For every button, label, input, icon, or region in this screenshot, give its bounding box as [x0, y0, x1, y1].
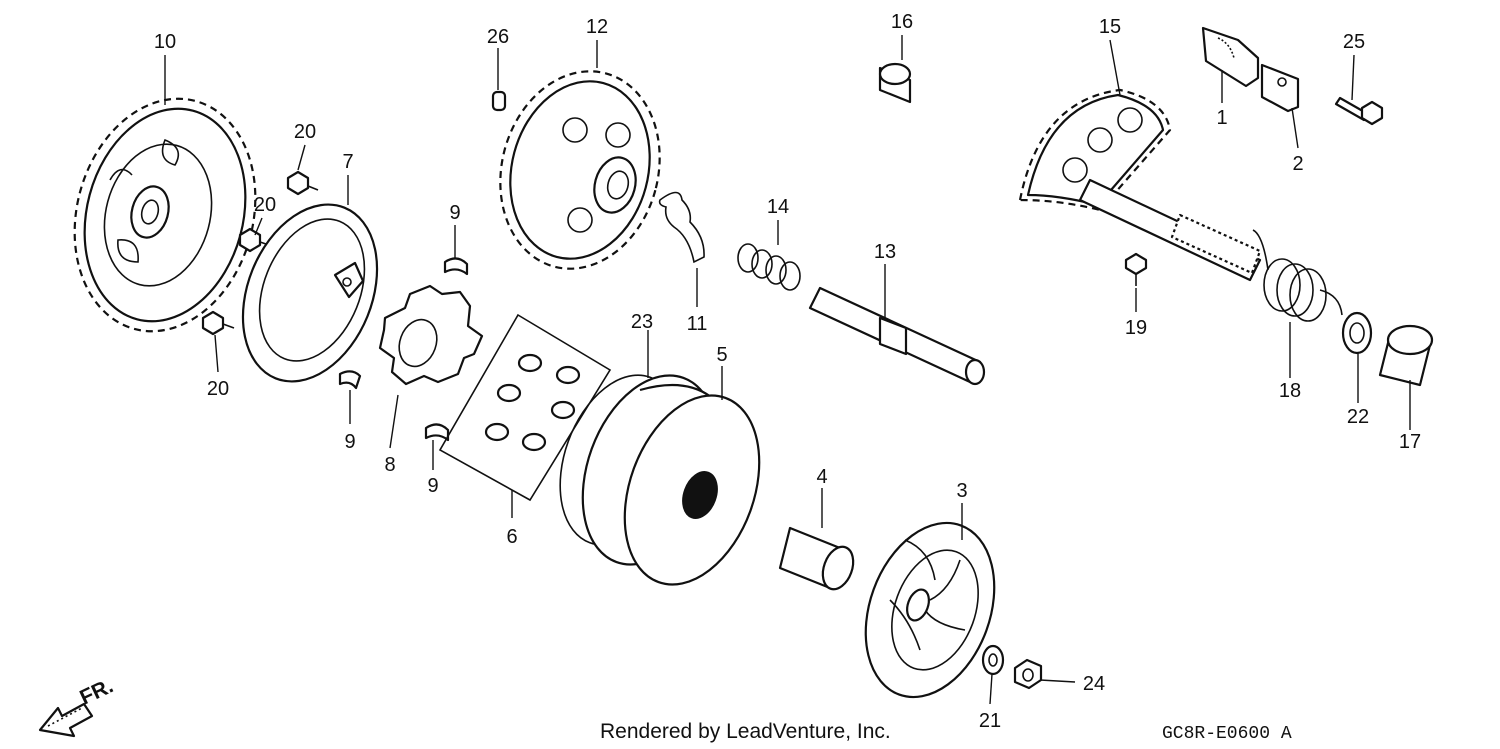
- roller: [521, 432, 547, 452]
- part-6-rollers[interactable]: [438, 313, 612, 502]
- part-11-spring-clip[interactable]: [658, 191, 705, 264]
- part-22-washer[interactable]: [1341, 311, 1373, 355]
- callout-15: 15: [1099, 16, 1121, 38]
- part-13-shaft[interactable]: [808, 286, 986, 386]
- roller: [550, 400, 576, 420]
- part-1-rubber[interactable]: [1201, 26, 1260, 88]
- part-12-gear[interactable]: [479, 53, 681, 287]
- part-4-collar[interactable]: [778, 526, 859, 593]
- callout-2: 2: [1292, 153, 1303, 175]
- part-24-nut[interactable]: [1013, 658, 1043, 690]
- callout-25: 25: [1343, 31, 1365, 53]
- diagram-code: GC8R-E0600 A: [1162, 724, 1292, 744]
- callout-9-bottom: 9: [427, 475, 438, 497]
- part-19-bolt[interactable]: [1124, 252, 1148, 286]
- callout-23: 23: [631, 311, 653, 333]
- callout-20-mid: 20: [254, 194, 276, 216]
- roller: [555, 365, 581, 385]
- part-16-bushing[interactable]: [878, 62, 912, 104]
- callout-10: 10: [154, 31, 176, 53]
- roller: [517, 353, 543, 373]
- callout-14: 14: [767, 196, 789, 218]
- part-20-bolt-c[interactable]: [201, 310, 235, 336]
- part-7-plate[interactable]: [218, 184, 402, 401]
- part-8-ramp-plate[interactable]: [378, 284, 484, 386]
- part-9-clip-left[interactable]: [338, 370, 362, 390]
- callout-5: 5: [716, 344, 727, 366]
- credit-text: Rendered by LeadVenture, Inc.: [600, 720, 891, 743]
- front-arrow-icon: [38, 702, 94, 738]
- callout-20-top: 20: [294, 121, 316, 143]
- callout-9-left: 9: [344, 431, 355, 453]
- roller: [496, 383, 522, 403]
- part-25-bolt[interactable]: [1334, 96, 1384, 126]
- callout-12: 12: [586, 16, 608, 38]
- callout-24: 24: [1083, 673, 1105, 695]
- part-9-clip-top[interactable]: [443, 257, 469, 276]
- part-10-gear[interactable]: [49, 78, 280, 352]
- part-17-collar[interactable]: [1378, 324, 1434, 387]
- part-9-clip-bottom[interactable]: [424, 423, 450, 442]
- part-14-spring[interactable]: [737, 243, 801, 291]
- callout-22: 22: [1347, 406, 1369, 428]
- callout-6: 6: [506, 526, 517, 548]
- part-26-pin[interactable]: [491, 90, 507, 112]
- callout-19: 19: [1125, 317, 1147, 339]
- callout-13: 13: [874, 241, 896, 263]
- callout-26: 26: [487, 26, 509, 48]
- callout-11: 11: [687, 313, 708, 335]
- roller: [484, 422, 510, 442]
- callout-18: 18: [1279, 380, 1301, 402]
- callout-9-top: 9: [449, 202, 460, 224]
- part-18-spring[interactable]: [1252, 229, 1343, 322]
- part-2-plate[interactable]: [1260, 63, 1300, 113]
- part-5-pulley[interactable]: [558, 357, 784, 604]
- part-20-bolt-a[interactable]: [286, 170, 319, 196]
- callout-21: 21: [979, 710, 1001, 732]
- callout-17: 17: [1399, 431, 1421, 453]
- part-3-fan[interactable]: [843, 505, 1017, 715]
- leader-lines: [164, 35, 1411, 705]
- callout-4: 4: [816, 466, 827, 488]
- callout-1: 1: [1216, 107, 1227, 129]
- callout-7: 7: [342, 151, 353, 173]
- part-21-washer[interactable]: [981, 644, 1005, 676]
- part-15-spindle[interactable]: [1018, 88, 1262, 282]
- callout-8: 8: [384, 454, 395, 476]
- callout-20-bottom: 20: [207, 378, 229, 400]
- callout-3: 3: [956, 480, 967, 502]
- callout-16: 16: [891, 11, 913, 33]
